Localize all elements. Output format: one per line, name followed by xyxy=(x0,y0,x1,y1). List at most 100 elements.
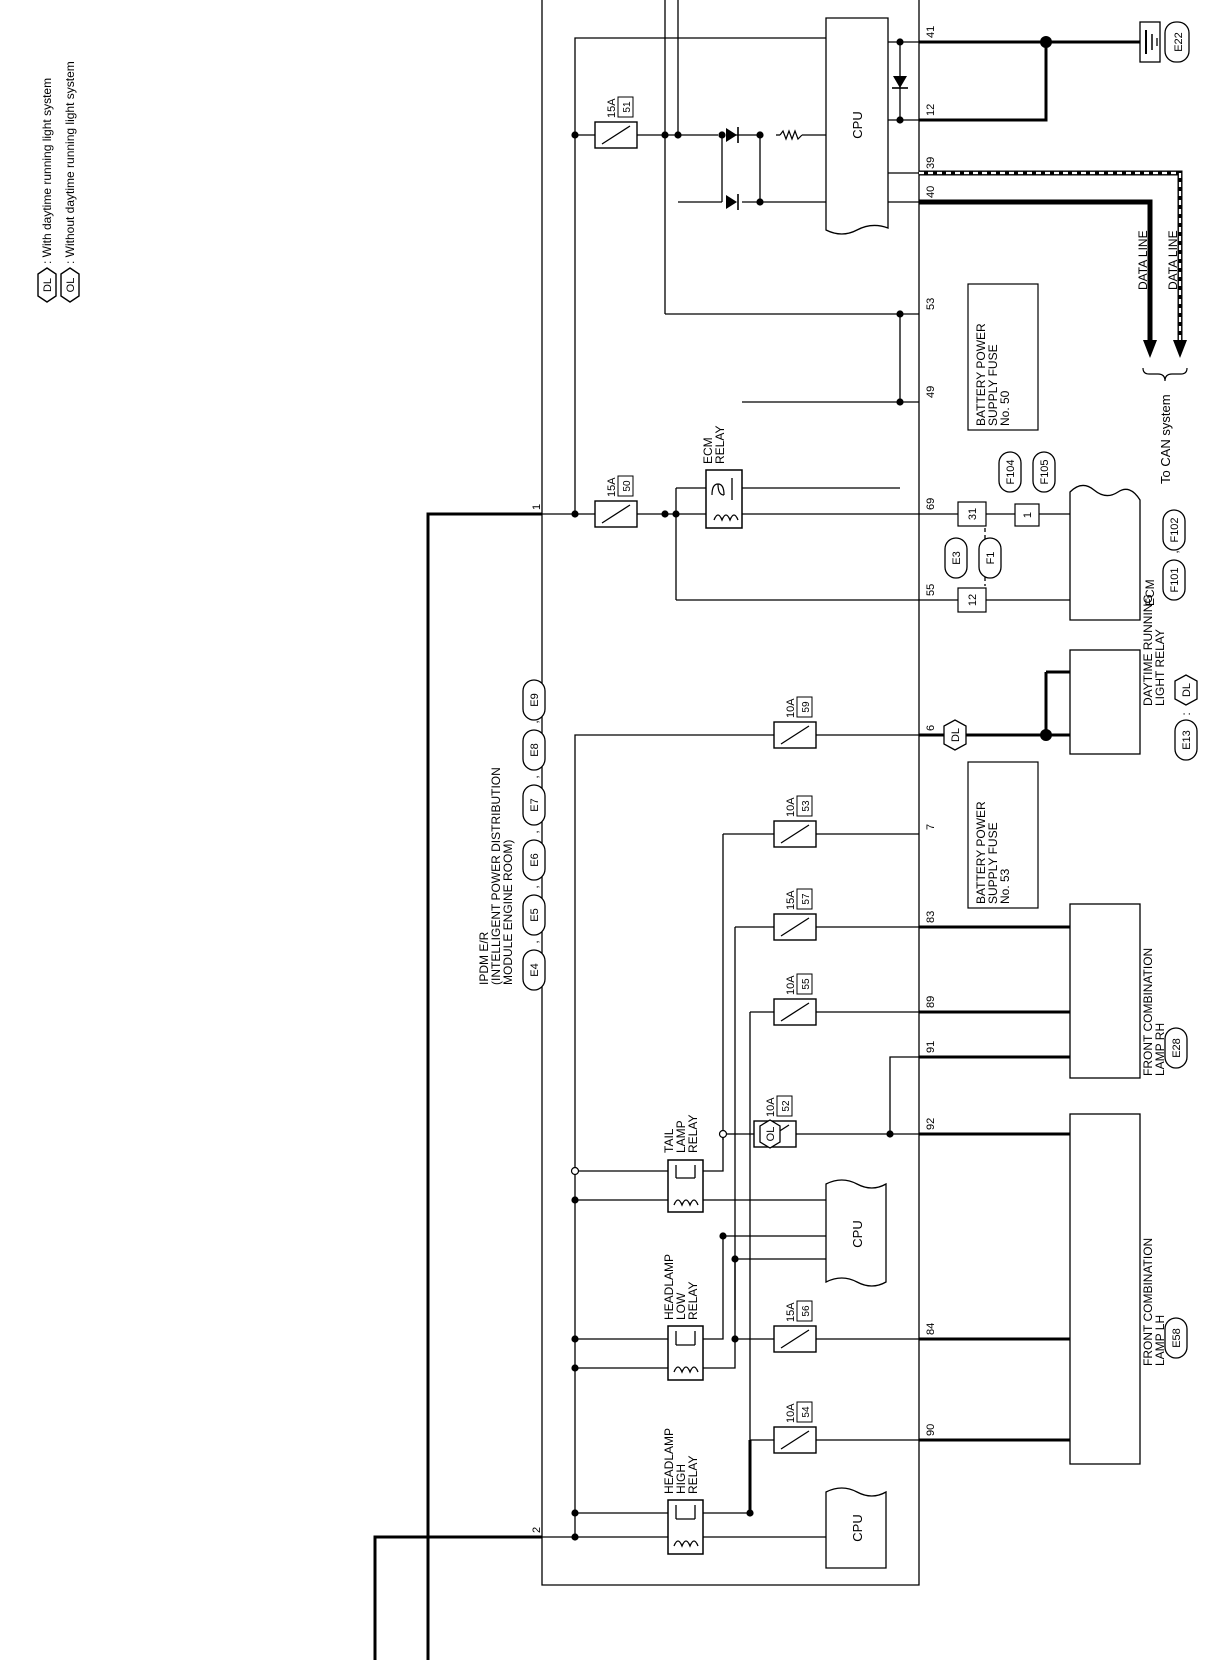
front-combination-lamp-rh-block xyxy=(1069,903,1141,1079)
ipdm-connector-sep-2: , xyxy=(527,830,541,833)
fuse-50-number: 50 xyxy=(622,480,633,492)
dl-tag: DL xyxy=(943,719,967,751)
ipdm-connector-sep-0: , xyxy=(527,940,541,943)
junction-dot xyxy=(731,1255,739,1263)
junction-dot xyxy=(571,131,579,139)
cpu-lower-label: CPU xyxy=(850,1514,865,1541)
svg-text:HEADLAMP: HEADLAMP xyxy=(662,1428,676,1494)
ecm-connector-f101-text: F101 xyxy=(1169,567,1181,592)
svg-text:LIGHT RELAY: LIGHT RELAY xyxy=(1153,629,1167,706)
drl-relay-block xyxy=(1069,649,1141,755)
junction-dot xyxy=(661,510,669,518)
legend: DL : With daytime running light system O… xyxy=(37,61,80,303)
svg-text:RELAY: RELAY xyxy=(686,1282,700,1320)
ipdm-connector-e8-text: E8 xyxy=(529,743,541,756)
fuse-51-amp: 15A xyxy=(606,98,618,118)
ipdm-connectors: E4,E5,E6,E7,E8,E9 xyxy=(522,679,546,991)
fuse-53: 10A 53 xyxy=(773,795,817,848)
svg-text:No. 50: No. 50 xyxy=(998,390,1012,426)
ipdm-pin-12: 12 xyxy=(925,104,937,116)
ipdm-pin-49: 49 xyxy=(925,386,937,398)
external-wires xyxy=(919,40,1140,1442)
svg-text:BATTERY POWER: BATTERY POWER xyxy=(974,323,988,426)
svg-text:RELAY: RELAY xyxy=(686,1456,700,1494)
junction-dot xyxy=(756,131,764,139)
svg-text:RELAY: RELAY xyxy=(713,426,727,464)
fuse-52-amp: 10A xyxy=(765,1097,777,1117)
junction-dot xyxy=(718,131,726,139)
ipdm-pin-90: 90 xyxy=(925,1424,937,1436)
ecm-relay-label: ECM RELAY xyxy=(701,426,727,464)
fuse-55-number: 55 xyxy=(801,978,812,990)
junction-dot xyxy=(674,131,682,139)
diode-lower xyxy=(726,194,739,210)
junction-dot xyxy=(731,1335,739,1343)
junction-dots xyxy=(571,38,904,1541)
junction-dot xyxy=(661,131,669,139)
fuse-53-amp: 10A xyxy=(785,797,797,817)
ipdm-connector-e7: E7 xyxy=(522,784,546,826)
data-line-label-2: DATA LINE xyxy=(1166,230,1180,290)
ipdm-connector-e7-text: E7 xyxy=(529,798,541,811)
ipdm-connector-e9: E9 xyxy=(522,679,546,721)
drl-relay-label: DAYTIME RUNNING LIGHT RELAY xyxy=(1141,594,1167,706)
ol-tag-text: OL xyxy=(765,1127,777,1142)
svg-text:TAIL: TAIL xyxy=(662,1128,676,1153)
legend-ol-code: OL xyxy=(65,278,77,293)
data-lines: DATA LINE DATA LINE To CAN system xyxy=(919,170,1188,484)
junction-dot xyxy=(672,510,680,518)
resistor xyxy=(779,129,803,141)
tail-lamp-relay: TAIL LAMP RELAY xyxy=(662,1115,704,1213)
ipdm-pin-2-supply: 2 xyxy=(531,1527,543,1533)
headlamp-low-relay-label: HEADLAMP LOW RELAY xyxy=(662,1254,700,1320)
ground-junction-dot xyxy=(1040,36,1052,48)
svg-text:(INTELLIGENT POWER DISTRIBUTIO: (INTELLIGENT POWER DISTRIBUTION xyxy=(489,767,503,985)
junction-dot xyxy=(746,1509,754,1517)
headlamp-high-relay-label: HEADLAMP HIGH RELAY xyxy=(662,1428,700,1494)
drl-dl-tag-text: DL xyxy=(1181,683,1193,697)
junction-dot xyxy=(571,1196,579,1204)
ipdm-pin-39: 39 xyxy=(925,157,937,169)
ipdm-pin-91: 91 xyxy=(925,1041,937,1053)
ipdm-module: IPDM E/R (INTELLIGENT POWER DISTRIBUTION… xyxy=(477,0,920,1586)
fuse-54-amp: 10A xyxy=(785,1403,797,1423)
ipdm-connector-e6: E6 xyxy=(522,839,546,881)
ipdm-pin-55: 55 xyxy=(925,584,937,596)
ecm-connector-f102-text: F102 xyxy=(1169,517,1181,542)
fuse-55-amp: 10A xyxy=(785,975,797,995)
ipdm-connector-e4-text: E4 xyxy=(529,963,541,976)
fuse-53-number: 53 xyxy=(801,800,812,812)
ecm-label: ECM xyxy=(1143,579,1157,606)
drl-dl-tag: DL xyxy=(1174,674,1198,706)
ipdm-connector-e4: E4 xyxy=(522,949,546,991)
ecm-connector-sep: , xyxy=(1167,550,1181,553)
ipdm-pin-1-supply: 1 xyxy=(531,504,543,510)
joint-connector-f104-text: F104 xyxy=(1005,459,1017,484)
ipdm-pin-83: 83 xyxy=(925,911,937,923)
legend-ol-text: : Without daytime running light system xyxy=(63,61,77,264)
supply-wires xyxy=(373,512,575,1660)
junction-dot xyxy=(886,1130,894,1138)
front-rh-label: FRONT COMBINATION LAMP RH xyxy=(1141,948,1167,1076)
diode-cpu-ground xyxy=(892,76,908,89)
fuse-51: 15A 51 xyxy=(594,96,638,149)
fuse-51-number: 51 xyxy=(622,101,633,113)
drl-junction-dot xyxy=(1040,729,1052,741)
ipdm-connector-e9-text: E9 xyxy=(529,693,541,706)
ipdm-pin-6: 6 xyxy=(925,725,937,731)
svg-text:HEADLAMP: HEADLAMP xyxy=(662,1254,676,1320)
svg-text:LAMP LH: LAMP LH xyxy=(1153,1315,1167,1366)
ipdm-pin-92: 92 xyxy=(925,1118,937,1130)
svg-text:HIGH: HIGH xyxy=(674,1464,688,1494)
diode-upper xyxy=(726,127,739,143)
internal-wires xyxy=(542,0,919,1538)
ipdm-pin-53: 53 xyxy=(925,298,937,310)
junction-dot xyxy=(571,510,579,518)
headlamp-low-relay: HEADLAMP LOW RELAY xyxy=(662,1254,704,1381)
legend-dl-text: : With daytime running light system xyxy=(40,78,54,264)
component-labels: ECM DAYTIME RUNNING LIGHT RELAY FRONT CO… xyxy=(1141,579,1167,1366)
